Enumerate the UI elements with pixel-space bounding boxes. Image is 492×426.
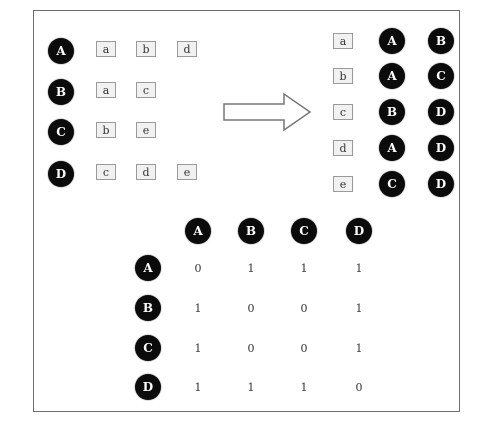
matrix-cell: 1 <box>194 341 202 355</box>
item-box: b <box>136 41 156 57</box>
right-arrow-icon <box>223 92 312 132</box>
node: A <box>379 135 405 161</box>
matrix-cell: 1 <box>194 301 202 315</box>
matrix-cell: 1 <box>355 341 363 355</box>
node: A <box>379 63 405 89</box>
matrix-row-header: C <box>135 335 161 361</box>
item-box: e <box>177 164 197 180</box>
item-box: a <box>333 33 353 49</box>
node: A <box>379 28 405 54</box>
item-box: e <box>136 122 156 138</box>
item-box: c <box>333 104 353 120</box>
matrix-cell: 0 <box>355 380 363 394</box>
item-box: d <box>136 164 156 180</box>
matrix-row-header: B <box>135 295 161 321</box>
node: B <box>428 28 454 54</box>
matrix-row-header: D <box>135 374 161 400</box>
item-box: e <box>333 176 353 192</box>
item-box: b <box>96 122 116 138</box>
matrix-column-header: D <box>346 218 372 244</box>
item-box: d <box>177 41 197 57</box>
matrix-cell: 0 <box>247 301 255 315</box>
matrix-cell: 1 <box>300 261 308 275</box>
item-box: a <box>96 82 116 98</box>
matrix-cell: 1 <box>194 380 202 394</box>
node: D <box>428 99 454 125</box>
node: B <box>379 99 405 125</box>
node: D <box>428 171 454 197</box>
matrix-cell: 0 <box>300 341 308 355</box>
matrix-column-header: C <box>291 218 317 244</box>
node-A: A <box>48 38 74 64</box>
matrix-cell: 1 <box>355 261 363 275</box>
node-C: C <box>48 119 74 145</box>
matrix-cell: 1 <box>355 301 363 315</box>
item-box: c <box>136 82 156 98</box>
matrix-row-header: A <box>135 255 161 281</box>
matrix-cell: 0 <box>247 341 255 355</box>
matrix-cell: 1 <box>300 380 308 394</box>
item-box: b <box>333 68 353 84</box>
item-box: a <box>96 41 116 57</box>
matrix-column-header: A <box>185 218 211 244</box>
node-D: D <box>48 161 74 187</box>
node: D <box>428 135 454 161</box>
item-box: c <box>96 164 116 180</box>
item-box: d <box>333 140 353 156</box>
node-B: B <box>48 79 74 105</box>
matrix-cell: 0 <box>300 301 308 315</box>
matrix-cell: 1 <box>247 380 255 394</box>
node: C <box>379 171 405 197</box>
matrix-cell: 0 <box>194 261 202 275</box>
matrix-cell: 1 <box>247 261 255 275</box>
node: C <box>428 63 454 89</box>
matrix-column-header: B <box>238 218 264 244</box>
